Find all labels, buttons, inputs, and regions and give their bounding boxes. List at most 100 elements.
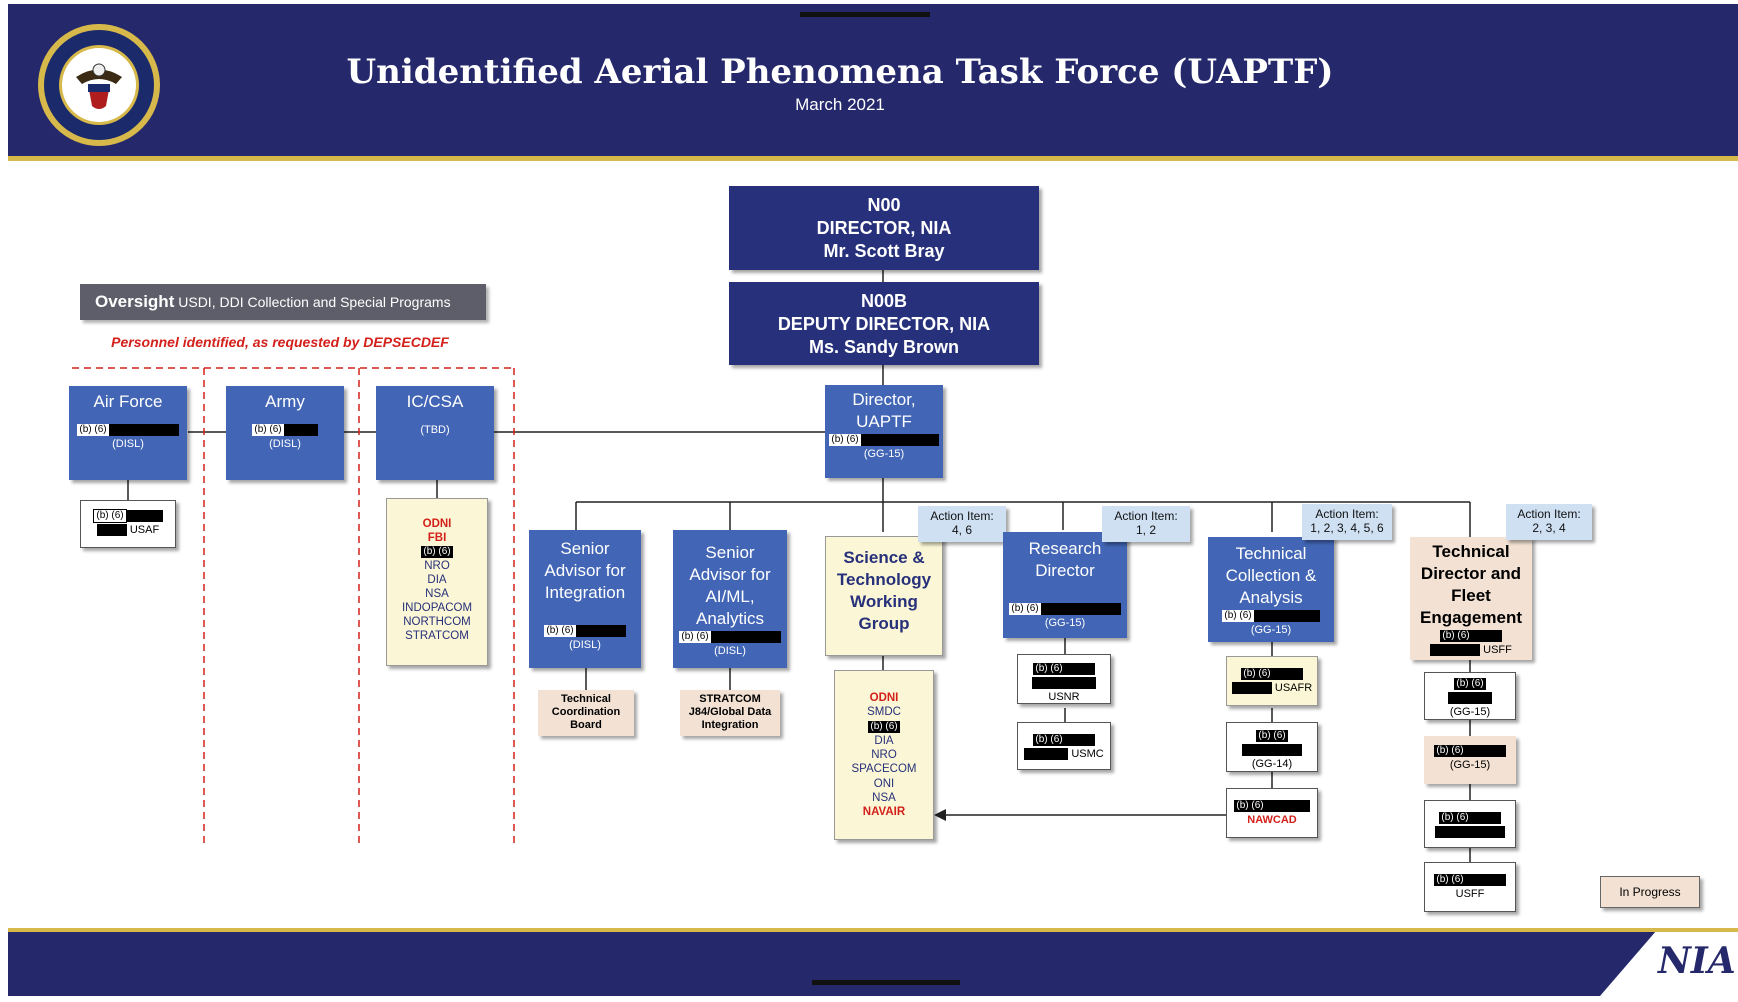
tech-director-sub-grade: (GG-15) bbox=[1449, 706, 1491, 718]
usmc-box: (b) (6) USMC bbox=[1017, 722, 1111, 770]
redaction-bar bbox=[1448, 692, 1492, 705]
deputy-director-box: N00B DEPUTY DIRECTOR, NIA Ms. Sandy Brow… bbox=[729, 282, 1039, 365]
redaction-bar bbox=[108, 424, 179, 437]
stwg-members-box: ODNI SMDC (b) (6) DIA NRO SPACECOM ONI N… bbox=[834, 670, 934, 840]
oversight-label: Oversight bbox=[95, 292, 175, 311]
research-line: Research bbox=[1028, 539, 1102, 558]
director-name: Mr. Scott Bray bbox=[823, 241, 945, 261]
header-gold-rule bbox=[8, 156, 1738, 161]
deputy-code: N00B bbox=[860, 291, 908, 311]
redaction-label: (b) (6) bbox=[93, 509, 127, 524]
deputy-title: DEPUTY DIRECTOR, NIA bbox=[777, 314, 991, 334]
action-item-label: Action Item: bbox=[930, 509, 994, 523]
tech-director-service: USFF bbox=[1483, 644, 1512, 656]
ic-csa-member: STRATCOM bbox=[405, 630, 469, 642]
legend-in-progress-label: In Progress bbox=[1619, 885, 1681, 899]
stratcom-line: Integration bbox=[701, 719, 759, 731]
army-grade: (DISL) bbox=[269, 438, 301, 450]
stwg-member: SMDC bbox=[867, 706, 901, 719]
redaction-bar bbox=[1435, 826, 1505, 839]
redaction-bar bbox=[1465, 874, 1506, 887]
redaction-bar bbox=[1465, 745, 1506, 758]
redaction-label: (b) (6) bbox=[1439, 812, 1471, 825]
redaction-bar bbox=[1470, 812, 1501, 825]
stwg-member: NRO bbox=[871, 749, 897, 762]
research-director-box: Research Director (b) (6) (GG-15) bbox=[1003, 532, 1127, 638]
usafr-box: (b) (6) USAFR bbox=[1226, 656, 1318, 706]
air-force-title: Air Force bbox=[93, 392, 163, 411]
research-grade: (GG-15) bbox=[1044, 617, 1086, 629]
header-tab bbox=[800, 12, 930, 17]
senior-advisor-ai-box: Senior Advisor for AI/ML, Analytics (b) … bbox=[673, 530, 787, 668]
redaction-bar bbox=[1064, 663, 1095, 676]
redaction-bar bbox=[710, 631, 781, 644]
technical-coordination-board-box: Technical Coordination Board bbox=[538, 690, 634, 736]
army-title: Army bbox=[265, 392, 305, 411]
tcb-line: Technical bbox=[561, 693, 611, 705]
page-date: March 2021 bbox=[795, 95, 885, 114]
tech-director-line: Technical bbox=[1432, 542, 1510, 561]
action-item-numbers: 1, 2, 3, 4, 5, 6 bbox=[1310, 521, 1384, 535]
senior-integration-line: Senior bbox=[560, 539, 610, 558]
redaction-label: (b) (6) bbox=[1222, 610, 1254, 623]
redaction-label: (b) (6) bbox=[544, 625, 576, 638]
redaction-bar bbox=[860, 434, 939, 447]
tech-collection-gg14-box: (b) (6) (GG-14) bbox=[1226, 722, 1318, 772]
action-item-numbers: 2, 3, 4 bbox=[1532, 521, 1566, 535]
senior-ai-line: Analytics bbox=[695, 609, 765, 628]
redaction-bar bbox=[96, 524, 127, 537]
stwg-member: ODNI bbox=[869, 692, 899, 704]
redaction-label: (b) (6) bbox=[1434, 874, 1466, 887]
redaction-bar bbox=[1242, 744, 1302, 757]
senior-ai-grade: (DISL) bbox=[714, 645, 746, 657]
tech-director-line: Engagement bbox=[1419, 608, 1523, 627]
uaptf-director-line2: UAPTF bbox=[856, 412, 912, 431]
ic-csa-member: NRO bbox=[424, 560, 450, 572]
ic-csa-grade: (TBD) bbox=[420, 424, 450, 436]
redaction-label: (b) (6) bbox=[1241, 668, 1273, 681]
tech-director-sub4-box: (b) (6) USFF bbox=[1424, 862, 1516, 912]
tech-director-line: Director and bbox=[1420, 564, 1522, 583]
redaction-bar bbox=[575, 625, 626, 638]
ic-csa-member: ODNI bbox=[422, 518, 452, 530]
stwg-member: DIA bbox=[874, 734, 894, 747]
tech-collection-grade: (GG-15) bbox=[1250, 624, 1292, 636]
action-item-label: Action Item: bbox=[1315, 507, 1379, 521]
personnel-note: Personnel identified, as requested by DE… bbox=[111, 334, 449, 350]
action-item-label: Action Item: bbox=[1517, 507, 1581, 521]
usmc-label: USMC bbox=[1071, 748, 1104, 760]
ic-csa-member: DIA bbox=[427, 574, 447, 586]
tech-director-action-item: Action Item: 2, 3, 4 bbox=[1506, 504, 1592, 540]
senior-ai-line: Senior bbox=[705, 543, 755, 562]
redaction-bar bbox=[1265, 800, 1310, 813]
stwg-line: Working bbox=[850, 592, 918, 611]
oversight-banner: Oversight USDI, DDI Collection and Speci… bbox=[80, 284, 486, 320]
stratcom-line: STRATCOM bbox=[699, 693, 761, 705]
ic-csa-member: NSA bbox=[425, 588, 449, 600]
usafr-label: USAFR bbox=[1274, 682, 1313, 694]
tech-collection-action-item: Action Item: 1, 2, 3, 4, 5, 6 bbox=[1302, 504, 1392, 540]
redaction-label: (b) (6) bbox=[1009, 603, 1041, 616]
stratcom-line: J84/Global Data bbox=[688, 706, 772, 718]
redaction-label: (b) (6) bbox=[1256, 730, 1288, 743]
stwg-line: Science & bbox=[843, 548, 925, 567]
footer-gold-rule bbox=[8, 928, 1738, 932]
tech-director-line: Fleet bbox=[1451, 586, 1491, 605]
redaction-label: (b) (6) bbox=[421, 545, 453, 558]
stwg-line: Group bbox=[858, 614, 910, 633]
uaptf-director-box: Director, UAPTF (b) (6) (GG-15) bbox=[825, 385, 943, 478]
tech-collection-line: Technical bbox=[1235, 544, 1307, 563]
research-line: Director bbox=[1035, 561, 1095, 580]
nawcad-label: NAWCAD bbox=[1247, 814, 1297, 826]
tech-director-sub1-box: (b) (6) (GG-15) bbox=[1424, 672, 1516, 720]
ic-csa-box: IC/CSA (TBD) bbox=[376, 386, 494, 480]
header-banner bbox=[8, 4, 1738, 156]
action-item-label: Action Item: bbox=[1114, 509, 1178, 523]
air-force-sub-box: (b) (6) USAF bbox=[80, 500, 176, 548]
tech-collection-line: Collection & bbox=[1225, 566, 1317, 585]
redaction-bar bbox=[1471, 630, 1502, 643]
redaction-label: (b) (6) bbox=[1033, 663, 1065, 676]
uaptf-director-line1: Director, bbox=[852, 390, 916, 409]
senior-ai-line: AI/ML, bbox=[705, 587, 755, 606]
